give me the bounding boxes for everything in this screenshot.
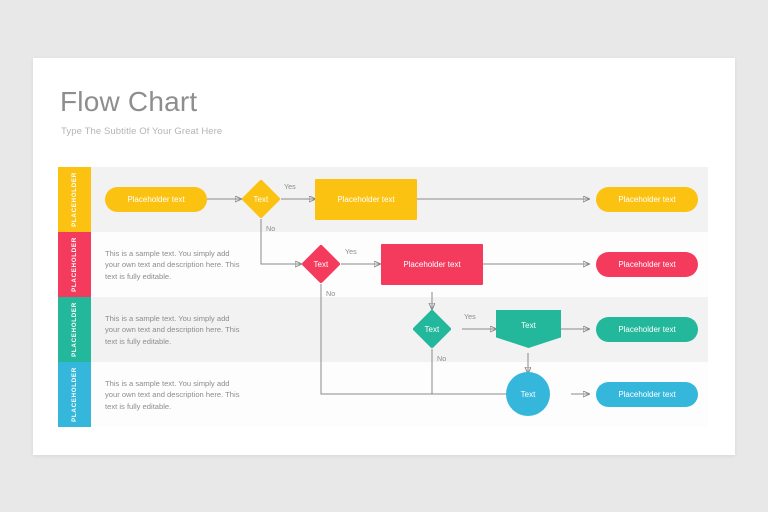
connector-lines bbox=[207, 167, 708, 427]
edge-label-no-row1: No bbox=[266, 224, 276, 233]
node-end-row4[interactable]: Placeholder text bbox=[596, 382, 698, 407]
edge-label-yes-row3: Yes bbox=[464, 312, 476, 321]
node-end-row1[interactable]: Placeholder text bbox=[596, 187, 698, 212]
node-process-row1[interactable]: Placeholder text bbox=[315, 179, 417, 220]
edge-label-yes-row2: Yes bbox=[345, 247, 357, 256]
node-decision-row2-label: Text bbox=[313, 259, 329, 269]
node-end-row2[interactable]: Placeholder text bbox=[596, 252, 698, 277]
node-process-row4[interactable]: Text bbox=[506, 372, 550, 416]
node-end-row3[interactable]: Placeholder text bbox=[596, 317, 698, 342]
node-process-row2[interactable]: Placeholder text bbox=[381, 244, 483, 285]
row-description-4: This is a sample text. You simply add yo… bbox=[105, 379, 240, 411]
node-decision-row3-label: Text bbox=[424, 324, 440, 334]
row-description-2: This is a sample text. You simply add yo… bbox=[105, 249, 240, 281]
page-title: Flow Chart bbox=[60, 86, 198, 117]
swimlane-tab-2[interactable]: PLACEHOLDER bbox=[58, 232, 91, 297]
slide-canvas: Flow Chart Type The Subtitle Of Your Gre… bbox=[33, 58, 735, 455]
swimlane-tab-3[interactable]: PLACEHOLDER bbox=[58, 297, 91, 362]
node-decision-row1-label: Text bbox=[253, 194, 269, 204]
edge-label-yes-row1: Yes bbox=[284, 182, 296, 191]
node-start-row1[interactable]: Placeholder text bbox=[105, 187, 207, 212]
edge-label-no-row2: No bbox=[326, 289, 336, 298]
edge-label-no-row3: No bbox=[437, 354, 447, 363]
swimlane-tab-4[interactable]: PLACEHOLDER bbox=[58, 362, 91, 427]
page-subtitle: Type The Subtitle Of Your Great Here bbox=[61, 126, 223, 137]
swimlane-tab-1[interactable]: PLACEHOLDER bbox=[58, 167, 91, 232]
flowchart-grid: PLACEHOLDER PLACEHOLDER PLACEHOLDER PLAC… bbox=[58, 167, 708, 427]
row-description-3: This is a sample text. You simply add yo… bbox=[105, 314, 240, 346]
